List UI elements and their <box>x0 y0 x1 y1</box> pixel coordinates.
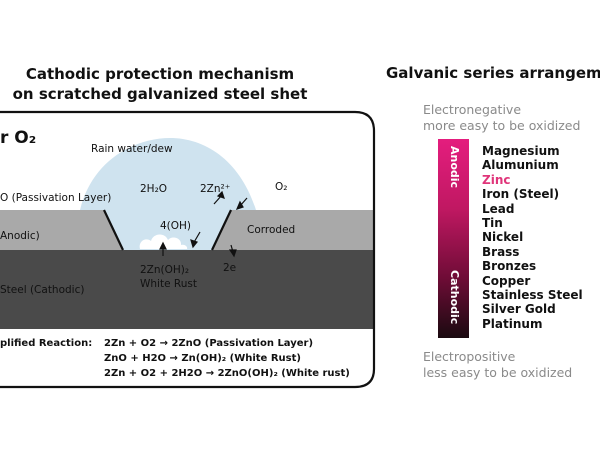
white-rust-label: White Rust <box>140 278 197 290</box>
corroded-label: Corroded <box>247 224 296 236</box>
zinc-coating-layer <box>0 210 374 250</box>
anodic-bar-label: Anodic <box>448 146 461 189</box>
metal-list-item: Alumunium <box>482 158 559 173</box>
less-oxidized-label: less easy to be oxidized <box>423 365 573 380</box>
passivation-layer-label: O (Passivation Layer) <box>0 192 112 204</box>
electrons-label: 2e <box>223 262 237 274</box>
left-title-line1: Cathodic protection mechanism <box>25 65 295 83</box>
metal-list-item: Brass <box>482 244 520 259</box>
steel-cathodic-label: Steel (Cathodic) <box>0 284 85 296</box>
oxygen-header-label: r O₂ <box>0 128 37 148</box>
metal-list-item: Bronzes <box>482 259 537 274</box>
metal-list-item: Magnesium <box>482 144 560 158</box>
hydroxide-label: 4(OH) <box>160 220 192 232</box>
reaction-line: 2Zn + O2 → 2ZnO (Passivation Layer) <box>104 338 314 349</box>
right-title: Galvanic series arrangeme <box>386 64 600 82</box>
reaction-line: ZnO + H2O → Zn(OH)₂ (White Rust) <box>104 353 301 364</box>
rain-water-label: Rain water/dew <box>91 143 173 155</box>
metal-list-item: Stainless Steel <box>482 288 583 303</box>
simplified-reaction-label: plified Reaction: <box>0 338 93 349</box>
scratch-edge-left <box>103 209 124 251</box>
white-rust-cloud <box>139 234 188 249</box>
zinc-ion-label: 2Zn²⁺ <box>200 183 231 195</box>
left-title-line2: on scratched galvanized steel shet <box>12 85 308 103</box>
metal-list-item: Copper <box>482 273 531 288</box>
cathodic-bar-label: Cathodic <box>448 270 461 325</box>
reaction-line: 2Zn + O2 + 2H2O → 2ZnO(OH)₂ (White rust) <box>104 368 350 379</box>
metal-list-item: Silver Gold <box>482 302 556 317</box>
metal-list-item: Lead <box>482 201 515 216</box>
left-title: Cathodic protection mechanism on scratch… <box>0 64 320 104</box>
anodic-zinc-label: Anodic) <box>0 230 40 242</box>
electronegative-label: Electronegative <box>423 102 522 117</box>
metal-list-item: Platinum <box>482 316 543 331</box>
water-droplet <box>80 138 256 250</box>
metal-list-item: Tin <box>482 216 503 231</box>
electropositive-label: Electropositive <box>423 349 516 364</box>
scratch-edge-right <box>211 209 232 251</box>
zinc-hydroxide-label: 2Zn(OH)₂ <box>140 264 190 276</box>
metal-list-item: Nickel <box>482 230 524 245</box>
water-formula-label: 2H₂O <box>140 183 168 195</box>
diagram-frame <box>0 110 376 389</box>
steel-layer <box>0 250 374 329</box>
galvanic-gradient-bar <box>438 139 469 338</box>
more-oxidized-label: more easy to be oxidized <box>423 118 581 133</box>
metal-list-item: Iron (Steel) <box>482 187 560 202</box>
metal-list-item: Zinc <box>482 172 511 187</box>
oxygen-small-label: O₂ <box>275 181 288 193</box>
